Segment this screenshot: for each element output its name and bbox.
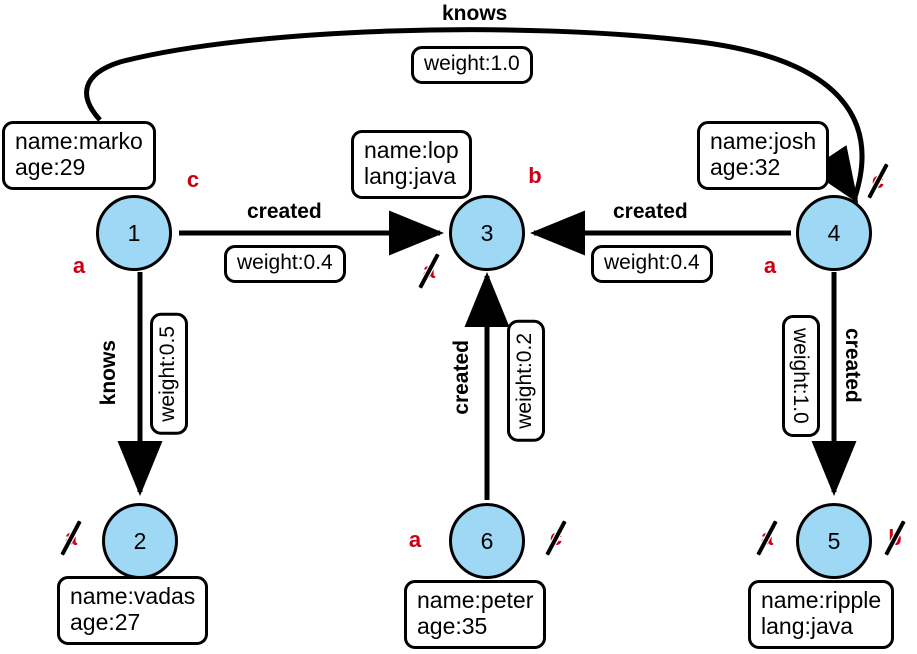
node-3-prop-0: name:lop: [364, 137, 459, 163]
node-2-label: 2: [133, 527, 147, 554]
node-2-prop-0: name:vadas: [70, 583, 196, 609]
edge-weight-knows-4-1: weight:1.0: [411, 46, 533, 84]
node-4-properties: name:josh age:32: [697, 121, 830, 190]
edge-knows-4-1-arrow: [808, 145, 859, 204]
node-6-prop-0: name:peter: [417, 587, 534, 613]
annotation-node-6-c: c: [545, 520, 567, 556]
edge-weight-knows-1-2: weight:0.5: [150, 313, 188, 435]
node-6-properties: name:peter age:35: [404, 580, 547, 649]
node-1-label: 1: [127, 219, 141, 246]
edge-weight-created-6-3: weight:0.2: [507, 320, 545, 442]
node-1-prop-0: name:marko: [15, 128, 143, 154]
node-5-properties: name:ripple lang:java: [748, 580, 895, 649]
edge-label-created-1-3: created: [247, 200, 322, 223]
node-4[interactable]: 4: [796, 195, 872, 271]
node-1-prop-1: age:29: [15, 153, 86, 180]
node-5-prop-0: name:ripple: [761, 587, 882, 613]
edge-weight-created-4-3: weight:0.4: [591, 245, 713, 283]
annotation-node-6-a-letter: a: [408, 527, 422, 552]
edge-label-knows-1-2: knows: [97, 340, 120, 406]
node-3-label: 3: [480, 219, 494, 246]
node-2-prop-1: age:27: [70, 608, 141, 635]
node-4-prop-0: name:josh: [710, 128, 817, 154]
edge-label-created-4-3: created: [613, 200, 688, 223]
edge-label-created-4-5: created: [841, 328, 864, 403]
annotation-node-6-a: a: [404, 527, 426, 553]
annotation-node-3-b-letter: b: [528, 163, 542, 188]
annotation-node-2-a: a: [60, 520, 82, 556]
node-1[interactable]: 1: [96, 195, 172, 271]
node-3[interactable]: 3: [449, 195, 525, 271]
node-3-prop-1: lang:java: [364, 162, 457, 189]
annotation-node-5-b: b: [884, 520, 906, 556]
annotation-node-1-c: c: [182, 167, 204, 193]
annotation-node-4-a-letter: a: [763, 253, 777, 278]
annotation-node-1-c-letter: c: [186, 167, 200, 192]
annotation-node-5-a: a: [756, 520, 778, 556]
node-6-label: 6: [480, 527, 494, 554]
node-4-label: 4: [827, 219, 841, 246]
edge-label-created-6-3: created: [450, 340, 473, 415]
node-6[interactable]: 6: [449, 503, 525, 579]
node-1-properties: name:marko age:29: [2, 121, 156, 190]
annotation-node-1-a: a: [68, 253, 90, 279]
edge-weight-created-4-5: weight:1.0: [782, 315, 820, 437]
node-5-prop-1: lang:java: [761, 612, 854, 639]
node-3-properties: name:lop lang:java: [351, 130, 472, 199]
node-5-label: 5: [827, 527, 841, 554]
annotation-node-4-c: c: [867, 163, 889, 199]
edge-label-knows-4-1: knows: [442, 2, 508, 25]
node-4-prop-1: age:32: [710, 153, 781, 180]
edge-knows-4-1: [84, 27, 865, 198]
node-2-properties: name:vadas age:27: [57, 576, 209, 645]
node-2[interactable]: 2: [102, 503, 178, 579]
annotation-node-3-b: b: [524, 163, 546, 189]
annotation-node-3-a: a: [418, 253, 440, 289]
annotation-node-4-a: a: [759, 253, 781, 279]
node-6-prop-1: age:35: [417, 612, 488, 639]
edge-weight-created-1-3: weight:0.4: [224, 245, 346, 283]
annotation-node-1-a-letter: a: [72, 253, 86, 278]
node-5[interactable]: 5: [796, 503, 872, 579]
